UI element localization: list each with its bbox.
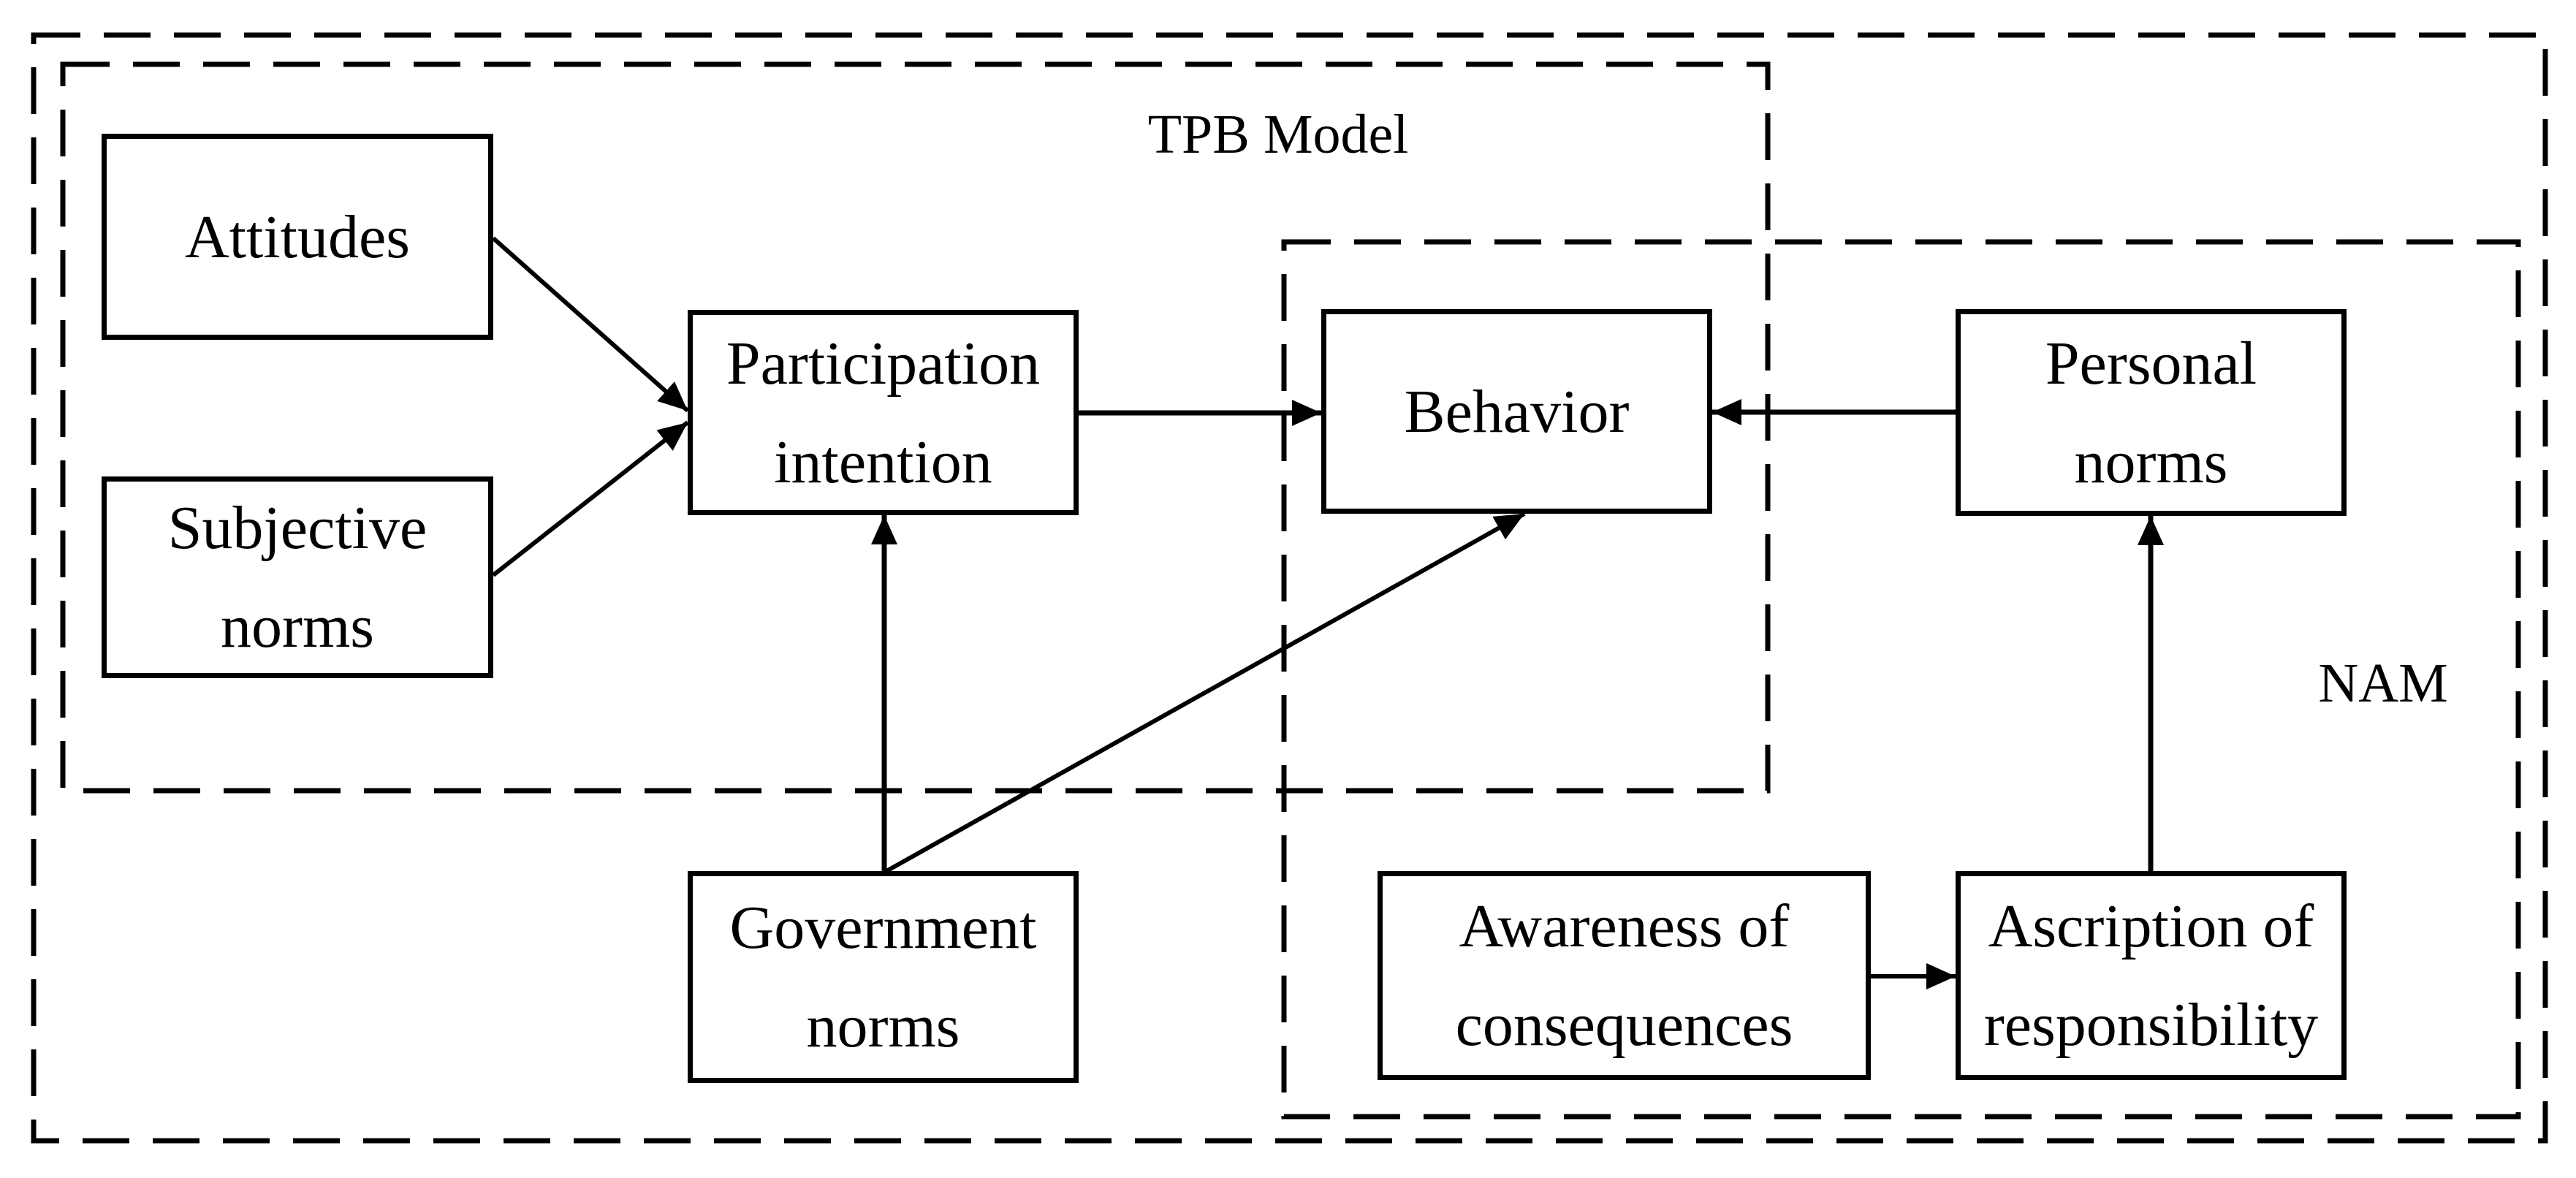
tpb-model-label: TPB Model <box>1147 104 1409 165</box>
arrow-government-to-behavior <box>885 512 1526 873</box>
box-attitudes: Attitudes <box>102 134 493 340</box>
arrow-subjective-to-participation <box>492 420 689 577</box>
box-awareness-of-consequences-line2: consequences <box>1455 991 1793 1059</box>
box-government-norms-line2: norms <box>806 992 960 1060</box>
nam-label: NAM <box>2318 653 2448 714</box>
box-participation-intention: Participation intention <box>688 310 1079 515</box>
box-personal-norms-line2: norms <box>2074 428 2228 496</box>
box-subjective-norms-line1: Subjective <box>167 494 428 562</box>
box-subjective-norms-line2: norms <box>221 593 374 661</box>
box-government-norms: Government norms <box>688 871 1079 1083</box>
box-attitudes-label: Attitudes <box>185 202 410 271</box>
box-government-norms-line1: Government <box>729 894 1037 962</box>
box-ascription-of-responsibility: Ascription of responsibility <box>1956 871 2347 1080</box>
box-subjective-norms: Subjective norms <box>102 476 493 678</box>
box-behavior: Behavior <box>1321 309 1712 514</box>
box-participation-intention-line1: Participation <box>726 329 1041 398</box>
box-behavior-label: Behavior <box>1404 377 1630 446</box>
box-ascription-of-responsibility-line2: responsibility <box>1983 991 2319 1059</box>
box-ascription-of-responsibility-line1: Ascription of <box>1988 892 2314 960</box>
arrow-attitudes-to-participation <box>492 236 689 413</box>
box-personal-norms: Personal norms <box>1956 309 2347 516</box>
box-awareness-of-consequences-line1: Awareness of <box>1459 892 1790 960</box>
box-personal-norms-line1: Personal <box>2045 329 2257 398</box>
box-participation-intention-line2: intention <box>774 428 992 496</box>
box-awareness-of-consequences: Awareness of consequences <box>1378 871 1871 1080</box>
